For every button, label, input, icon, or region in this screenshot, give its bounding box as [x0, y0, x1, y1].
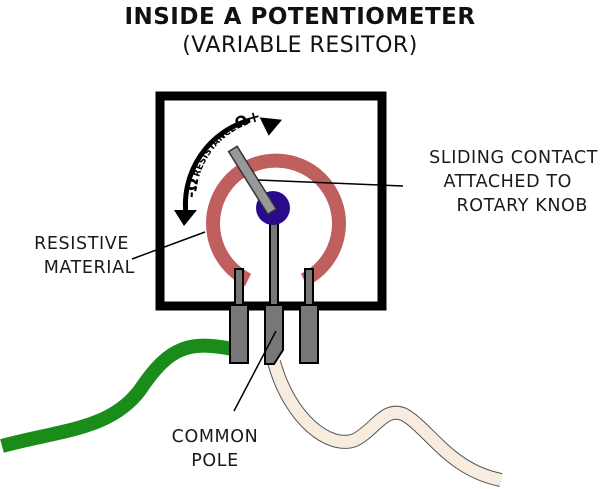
- green-wire: [0, 338, 240, 453]
- common-pole-line-2: POLE: [191, 451, 239, 471]
- sliding-contact-line-3: ROTARY KNOB: [456, 196, 588, 216]
- resistive-material-line-1: RESISTIVE: [34, 234, 129, 254]
- common-pole-label: COMMON POLE: [140, 425, 290, 473]
- sliding-contact-line-1: SLIDING CONTACT: [429, 148, 598, 168]
- resistance-minus: -Ω: [182, 177, 202, 199]
- sliding-contact-line-2: ATTACHED TO: [443, 172, 572, 192]
- arrow-head-left-icon: [174, 210, 197, 226]
- resistive-material-line-2: MATERIAL: [43, 258, 135, 278]
- resistance-arrow: [182, 117, 251, 216]
- sliding-contact-wiper: [227, 145, 278, 216]
- sliding-contact-label: SLIDING CONTACT ATTACHED TO ROTARY KNOB: [391, 146, 598, 218]
- resistive-track: [206, 153, 346, 287]
- diagram-subtitle: (VARIABLE RESITOR): [182, 33, 418, 58]
- common-pole-line-1: COMMON: [171, 427, 259, 447]
- arrow-head-right-icon: [259, 117, 283, 136]
- sliding-contact-leader: [257, 179, 404, 187]
- resistive-material-label: RESISTIVE MATERIAL: [10, 232, 135, 280]
- resistive-material-leader: [131, 231, 206, 260]
- cream-wire: [268, 360, 503, 486]
- common-pole-leader: [233, 330, 277, 412]
- left-terminal: [229, 268, 249, 364]
- right-terminal: [299, 268, 319, 364]
- diagram-title: INSIDE A POTENTIOMETER: [124, 4, 476, 30]
